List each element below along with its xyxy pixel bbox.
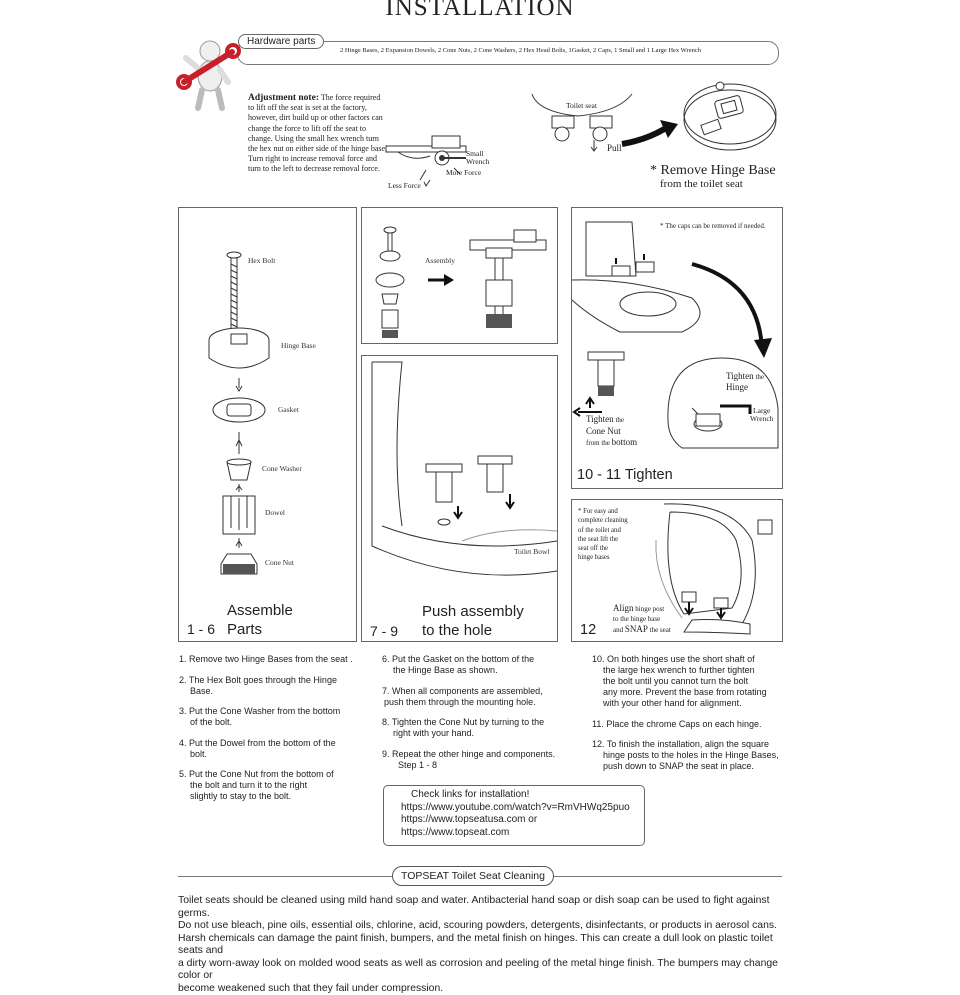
seat-snap-diagram [655,503,773,635]
label-wrench: Wrench [466,157,490,166]
panel1011-caption: 10 - 11 Tighten [577,467,673,483]
hinge-base-3d-diagram [683,81,777,151]
label-cone-nut: Cone Nut [265,558,294,567]
exploded-parts-diagram [208,251,270,575]
align-snap-label: Align hinge post to the hinge base and S… [613,603,671,634]
panel79-line2: to the hole [422,622,493,639]
hardware-tab: Hardware parts [238,34,325,49]
panel1-line2: Parts [227,621,263,638]
cleaning-tab: TOPSEAT Toilet Seat Cleaning [392,866,554,886]
step-8: 8. Tighten the Cone Nut by turning to th… [382,717,545,738]
steps-column-3: 10. On both hinges use the short shaft o… [592,654,787,782]
pull-arrow-icon [621,120,678,147]
label-small: Small [466,149,484,158]
cleaning-lift-note: * For easy and complete cleaning of the … [578,508,628,562]
step-10: 10. On both hinges use the short shaft o… [592,654,767,708]
mascot-wrench-icon [176,40,241,111]
step-12: 12. To finish the installation, align th… [592,739,779,771]
page-title: INSTALLATION [385,0,575,21]
panel12-step: 12 [580,622,597,638]
hinge-adjust-diagram [385,135,467,187]
panel-push-assembly: Toilet Bowl Push assembly 7 - 9 to the h… [361,355,558,642]
link-youtube[interactable]: https://www.youtube.com/watch?v=RmVHWq25… [401,801,630,813]
tighten-diagram [571,221,779,449]
link-topseatusa[interactable]: https://www.topseatusa.com or [401,814,538,825]
cleaning-text: Toilet seats should be cleaned using mil… [178,895,778,994]
step-7: 7. When all components are assembled,pus… [382,685,543,707]
panel79-line1: Push assembly [422,603,524,620]
remove-hinge-heading: * Remove Hinge Base [650,163,776,178]
step-9: 9. Repeat the other hinge and components… [382,748,556,770]
assembly-diagram [375,226,547,338]
install-links-box: Check links for installation! https://ww… [383,785,645,846]
panel-assembly: Assembly [361,207,558,344]
toilet-seat-hinge-diagram [531,93,633,152]
panel-assemble-parts: Hex Bolt Hinge Base Gasket Cone Washer D… [178,207,357,642]
steps-column-1: 1. Remove two Hinge Bases from the seat … [179,654,369,812]
label-hinge-base: Hinge Base [281,341,316,350]
toilet-bowl-diagram [371,361,558,576]
hardware-parts-list: 2 Hinge Bases, 2 Expansion Dowels, 2 Con… [340,47,701,54]
links-heading: Check links for installation! [411,789,530,800]
label-assembly: Assembly [425,256,455,265]
label-gasket: Gasket [278,405,299,414]
adjustment-note: Adjustment note: The force required to l… [248,93,388,174]
label-toilet-bowl: Toilet Bowl [514,547,550,556]
panel1-step-range: 1 - 6 [187,621,216,637]
link-topseat[interactable]: https://www.topseat.com [401,826,510,838]
panel-tighten: * The caps can be removed if needed. Tig… [571,207,783,489]
label-more-force: More Force [446,168,482,177]
label-hex-bolt: Hex Bolt [248,256,276,265]
remove-hinge-sub: from the toilet seat [660,178,743,190]
label-toilet-seat: Toilet seat [566,101,597,110]
label-less-force: Less Force [388,181,421,190]
step-11: 11. Place the chrome Caps on each hinge. [592,718,762,729]
step-1: 1. Remove two Hinge Bases from the seat … [179,654,353,664]
caps-note: * The caps can be removed if needed. [660,222,766,230]
label-pull: Pull [607,143,622,153]
label-dowel: Dowel [265,508,285,517]
label-cone-washer: Cone Washer [262,464,302,473]
panel1-line1: Assemble [227,602,293,619]
panel79-step-range: 7 - 9 [370,623,399,639]
panel-snap: * For easy and complete cleaning of the … [571,499,783,642]
